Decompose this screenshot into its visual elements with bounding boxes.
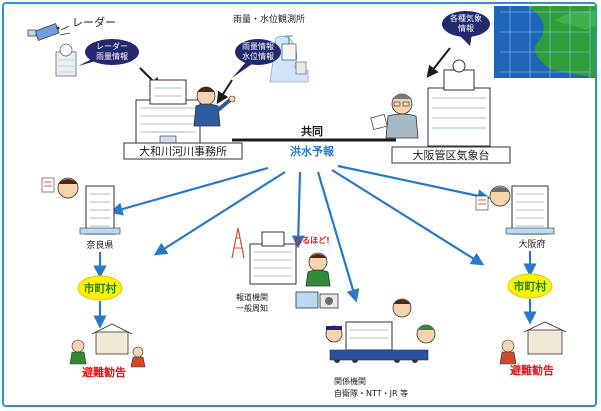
radar-dish-icon bbox=[27, 23, 71, 41]
nara-official-icon bbox=[41, 177, 79, 199]
arrow-to-nara-municipality bbox=[153, 171, 286, 256]
osaka-official-icon bbox=[475, 185, 511, 211]
weather-info-bubble: 各種気象 情報 bbox=[442, 11, 490, 46]
rain-water-info-bubble: 雨量情報 水位情報 bbox=[232, 39, 281, 78]
svg-text:水位情報: 水位情報 bbox=[242, 51, 274, 61]
media-label-line1: 報道機関 bbox=[236, 292, 268, 302]
media-devices-icon bbox=[295, 291, 339, 309]
river-office-label: 大和川河川事務所 bbox=[139, 144, 227, 158]
weather-info-arrow bbox=[426, 47, 451, 78]
river-office-building-icon bbox=[135, 79, 201, 145]
related-orgs-label-line2: 自衛隊・NTT・JR 等 bbox=[334, 388, 408, 398]
osaka-municipality-badge: 市町村 bbox=[507, 273, 553, 299]
diagram-frame bbox=[2, 2, 597, 407]
osaka-municipality-label: 市町村 bbox=[514, 279, 547, 293]
media-listener-icon bbox=[305, 252, 331, 287]
nara-label: 奈良県 bbox=[86, 239, 113, 251]
nara-municipality-badge: 市町村 bbox=[77, 275, 123, 301]
nara-evacuation-icon bbox=[69, 323, 146, 368]
radar-info-bubble: レーダー 雨量情報 bbox=[78, 39, 139, 66]
exclaim-label: なるほど! bbox=[294, 235, 330, 245]
weather-office-label: 大阪管区気象台 bbox=[413, 148, 490, 162]
arrow-to-nara bbox=[109, 166, 269, 216]
svg-text:レーダー: レーダー bbox=[96, 41, 128, 51]
radar-label: レーダー bbox=[72, 15, 116, 29]
related-orgs-icon bbox=[325, 298, 436, 363]
nara-evacuation-label: 避難勧告 bbox=[82, 365, 126, 379]
svg-text:雨量情報: 雨量情報 bbox=[96, 51, 128, 61]
svg-text:各種気象: 各種気象 bbox=[450, 13, 482, 23]
weather-office-label-box bbox=[391, 146, 511, 164]
osaka-label: 大阪府 bbox=[518, 238, 545, 250]
nara-municipality-label: 市町村 bbox=[84, 281, 117, 295]
media-label-line2: 一般周知 bbox=[236, 303, 268, 313]
flood-forecast-label: 洪水予報 bbox=[290, 144, 335, 158]
station-to-office-arrow bbox=[216, 79, 233, 105]
joint-label: 共同 bbox=[301, 124, 323, 138]
arrow-to-osaka-municipality bbox=[331, 169, 485, 266]
river-office-label-box bbox=[123, 142, 243, 160]
weather-map bbox=[494, 6, 596, 78]
weather-office-staff-icon bbox=[370, 93, 419, 139]
arrow-to-media bbox=[291, 171, 305, 249]
related-orgs-label-line1: 関係機関 bbox=[334, 376, 366, 386]
media-building-icon bbox=[231, 227, 297, 285]
rain-water-station-label: 雨量・水位観測所 bbox=[233, 13, 305, 25]
arrow-to-related-orgs bbox=[316, 171, 360, 303]
osaka-evacuation-label: 避難勧告 bbox=[510, 363, 554, 377]
distribution-arrows bbox=[109, 164, 491, 303]
nara-building-icon bbox=[79, 185, 121, 235]
river-office-staff-icon bbox=[193, 86, 236, 127]
svg-text:雨量情報: 雨量情報 bbox=[242, 41, 274, 51]
osaka-evacuation-icon bbox=[499, 321, 567, 365]
weather-office-building-icon bbox=[427, 59, 491, 147]
radar-station-icon bbox=[55, 43, 77, 77]
svg-text:情報: 情報 bbox=[458, 23, 474, 33]
osaka-building-icon bbox=[505, 185, 555, 235]
arrow-to-osaka bbox=[337, 164, 491, 203]
